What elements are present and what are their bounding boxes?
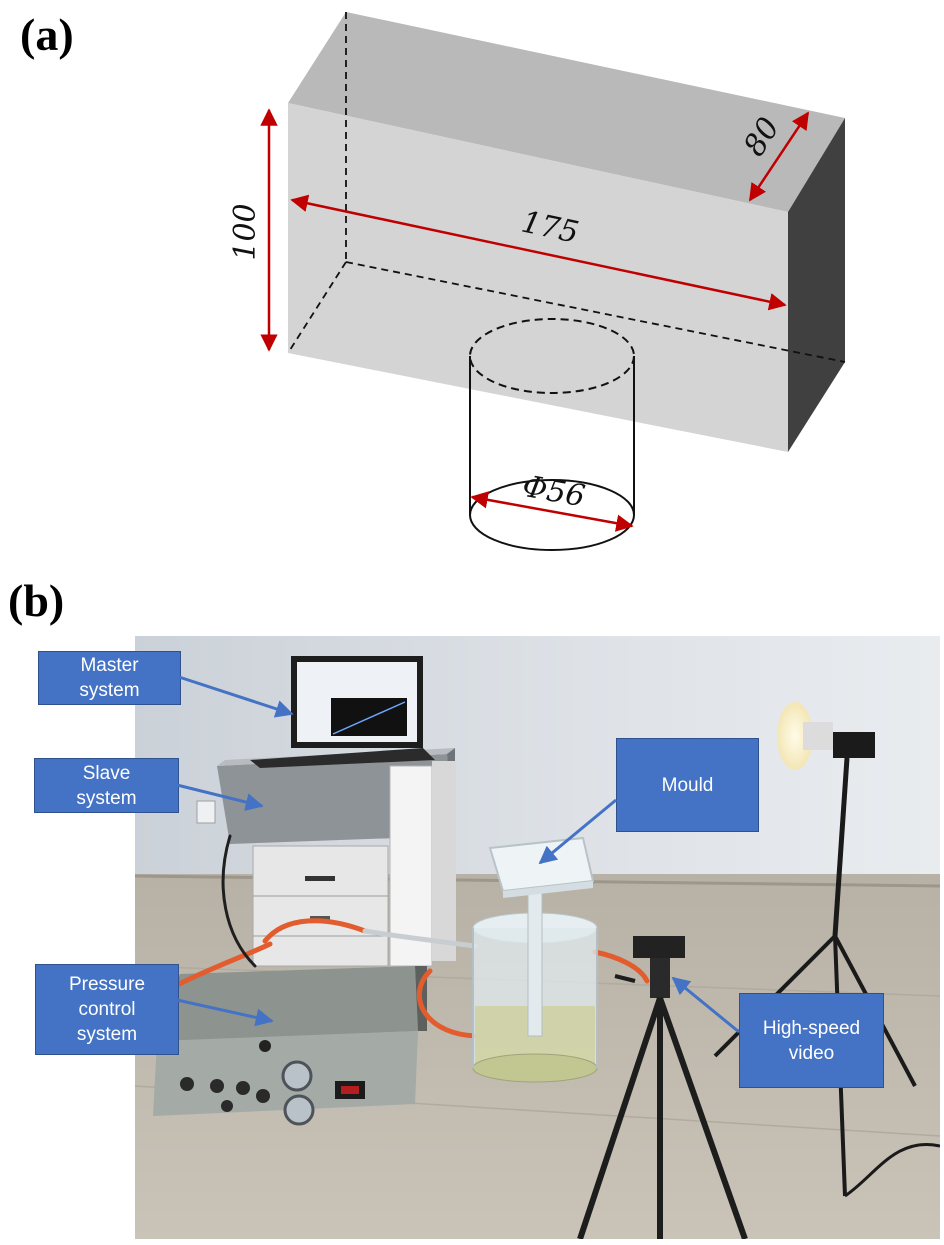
dimension-arrows <box>260 108 810 532</box>
laptop <box>250 656 435 768</box>
diameter-arrow <box>470 491 634 532</box>
tubes <box>172 834 650 1039</box>
panel-b-label: (b) <box>8 575 65 626</box>
box-side-face <box>788 118 845 452</box>
height-dimension: 100 <box>228 203 263 260</box>
wall-socket <box>196 800 216 824</box>
pressure-control-box <box>153 966 427 1126</box>
specimen-box-diagram: 100 175 80 Φ56 <box>228 12 846 551</box>
water-tank <box>472 885 598 1083</box>
length-arrow <box>290 194 787 311</box>
callout-slave-system: Slave system <box>34 758 179 813</box>
cabinet <box>217 748 456 967</box>
panel-a-label: (a) <box>20 9 74 60</box>
callout-high-speed-video: High-speed video <box>739 993 884 1088</box>
apparatus-photo <box>135 636 940 1239</box>
mould <box>488 836 595 898</box>
callout-pressure-control-system: Pressure control system <box>35 964 179 1055</box>
depth-arrow <box>748 111 810 202</box>
callout-mould: Mould <box>616 738 759 832</box>
box-top-face <box>288 12 845 212</box>
camera-tripod <box>577 936 748 1239</box>
callout-master-system: Master system <box>38 651 181 705</box>
